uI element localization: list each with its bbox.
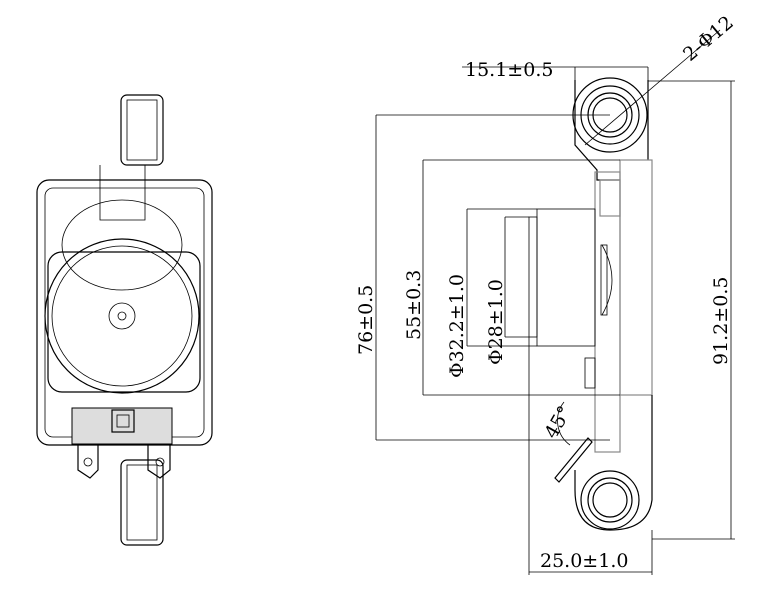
- dim-frame-height: 55±0.3: [403, 270, 425, 340]
- front-view: [36, 94, 213, 546]
- dim-inner-dia: Φ28±1.0: [485, 279, 507, 365]
- dim-mount-pitch: 76±0.5: [355, 285, 377, 355]
- dim-overall-length: 91.2±0.5: [710, 277, 732, 365]
- dimension-labels: 15.1±0.5 2-Φ12 76±0.5 55±0.3 Φ32.2±1.0 Φ…: [355, 12, 738, 572]
- dim-angle: 45°: [540, 402, 576, 442]
- dim-lug-offset: 15.1±0.5: [465, 59, 553, 81]
- dim-depth: 25.0±1.0: [540, 550, 628, 572]
- dim-hole: 2-Φ12: [679, 12, 738, 66]
- dim-outer-dia: Φ32.2±1.0: [446, 274, 468, 378]
- side-view: [528, 77, 653, 531]
- dimension-lines: [375, 29, 735, 575]
